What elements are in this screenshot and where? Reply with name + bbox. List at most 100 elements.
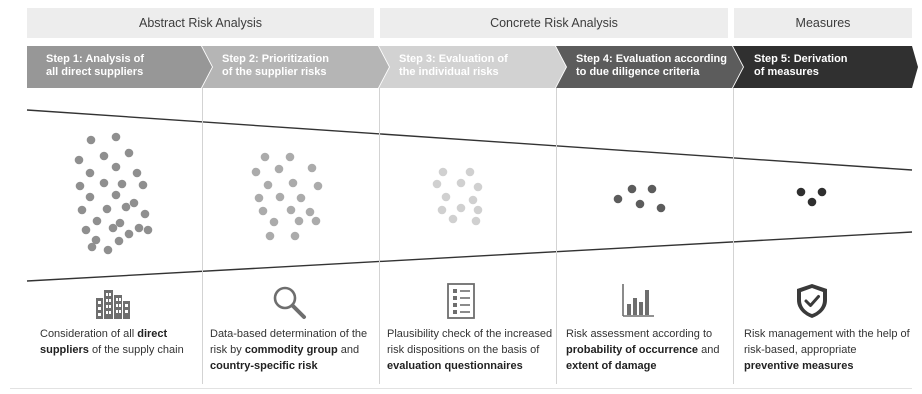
description-5-bold-a: preventive measures — [744, 360, 854, 372]
supplier-dot-step-2 — [305, 207, 315, 217]
description-2-text-a: Data-based determination of the risk by — [210, 328, 368, 356]
supplier-dot-step-5 — [796, 187, 806, 197]
description-3: Plausibility check of the increased risk… — [387, 326, 555, 374]
shield-check-icon — [797, 284, 827, 318]
supplier-dot-step-3 — [437, 205, 447, 215]
supplier-dot-step-1 — [111, 132, 121, 142]
step-arrow-5 — [733, 46, 918, 88]
supplier-dot-step-2 — [265, 231, 275, 241]
supplier-dot-step-3 — [441, 192, 451, 202]
supplier-dot-step-4 — [647, 184, 657, 194]
supplier-dot-step-2 — [307, 163, 317, 173]
supplier-dot-step-2 — [260, 152, 270, 162]
supplier-dot-step-1 — [140, 209, 150, 219]
supplier-dot-step-1 — [99, 151, 109, 161]
supplier-dot-step-3 — [456, 203, 466, 213]
column-divider-2 — [379, 88, 380, 384]
buildings-icon — [96, 290, 130, 319]
supplier-dot-step-2 — [296, 193, 306, 203]
bar-chart-icon — [622, 284, 654, 317]
supplier-dot-step-1 — [99, 178, 109, 188]
checklist-icon — [447, 283, 475, 319]
supplier-dot-step-4 — [613, 194, 623, 204]
supplier-dot-step-3 — [438, 167, 448, 177]
step-1-line-2: all direct suppliers — [46, 66, 144, 78]
description-5: Risk management with the help of risk-ba… — [744, 326, 910, 374]
supplier-dot-step-2 — [288, 178, 298, 188]
supplier-dot-step-1 — [87, 242, 97, 252]
column-divider-3 — [556, 88, 557, 384]
supplier-dot-step-3 — [473, 182, 483, 192]
step-arrow-4 — [556, 46, 743, 88]
bottom-rule — [10, 388, 912, 389]
supplier-dot-step-5 — [817, 187, 827, 197]
step-label-4: Step 4: Evaluation according to due dili… — [576, 53, 746, 79]
supplier-dot-step-3 — [432, 179, 442, 189]
supplier-dot-step-2 — [274, 164, 284, 174]
step-label-5: Step 5: Derivation of measures — [754, 53, 922, 79]
description-2: Data-based determination of the risk by … — [210, 326, 370, 374]
column-divider-1 — [202, 88, 203, 384]
description-1-bold-a: direct suppliers — [40, 328, 168, 356]
supplier-dot-step-4 — [635, 199, 645, 209]
step-5-line-1: Step 5: Derivation — [754, 53, 848, 65]
supplier-dot-step-1 — [117, 179, 127, 189]
description-4-text-a: Risk assessment according to — [566, 328, 713, 340]
step-arrow-1 — [27, 46, 212, 88]
supplier-dot-step-3 — [448, 214, 458, 224]
phase-header-concrete: Concrete Risk Analysis — [380, 8, 728, 38]
supplier-dot-step-1 — [121, 202, 131, 212]
step-3-line-1: Step 3: Evaluation of — [399, 53, 508, 65]
supplier-dot-step-1 — [102, 204, 112, 214]
phase-header-measures: Measures — [734, 8, 912, 38]
supplier-dot-step-2 — [285, 152, 295, 162]
supplier-dot-step-2 — [313, 181, 323, 191]
step-arrow-3 — [379, 46, 566, 88]
supplier-dot-step-1 — [143, 225, 153, 235]
funnel-top-line — [26, 109, 913, 171]
step-4-line-1: Step 4: Evaluation according — [576, 53, 727, 65]
description-4: Risk assessment according to probability… — [566, 326, 726, 374]
supplier-dot-step-2 — [251, 167, 261, 177]
step-5-line-2: of measures — [754, 66, 819, 78]
step-4-line-2: to due diligence criteria — [576, 66, 700, 78]
supplier-dot-step-1 — [74, 155, 84, 165]
step-arrow-2 — [202, 46, 389, 88]
supplier-dot-step-3 — [468, 195, 478, 205]
description-3-text-a: Plausibility check of the increased risk… — [387, 328, 553, 356]
supplier-dot-step-1 — [92, 216, 102, 226]
description-4-bold-a: probability of occurrence — [566, 344, 699, 356]
supplier-dots — [74, 132, 827, 255]
step-label-2: Step 2: Prioritization of the supplier r… — [222, 53, 392, 79]
supplier-dot-step-1 — [103, 245, 113, 255]
column-divider-4 — [733, 88, 734, 384]
step-2-line-2: of the supplier risks — [222, 66, 327, 78]
supplier-dot-step-1 — [124, 148, 134, 158]
step-label-3: Step 3: Evaluation of the individual ris… — [399, 53, 569, 79]
step-3-line-2: the individual risks — [399, 66, 499, 78]
supplier-dot-step-1 — [134, 223, 144, 233]
supplier-dot-step-1 — [85, 168, 95, 178]
supplier-dot-step-1 — [75, 181, 85, 191]
supplier-dot-step-3 — [473, 205, 483, 215]
magnifier-icon — [273, 286, 306, 319]
supplier-dot-step-2 — [294, 216, 304, 226]
supplier-dot-step-1 — [138, 180, 148, 190]
supplier-dot-step-2 — [258, 206, 268, 216]
supplier-dot-step-2 — [286, 205, 296, 215]
supplier-dot-step-4 — [656, 203, 666, 213]
supplier-dot-step-3 — [471, 216, 481, 226]
supplier-dot-step-5 — [807, 197, 817, 207]
supplier-dot-step-1 — [85, 192, 95, 202]
supplier-dot-step-2 — [290, 231, 300, 241]
supplier-dot-step-1 — [114, 236, 124, 246]
supplier-dot-step-1 — [111, 190, 121, 200]
supplier-dot-step-2 — [263, 180, 273, 190]
supplier-dot-step-1 — [86, 135, 96, 145]
description-3-bold-a: evaluation questionnaires — [387, 360, 523, 372]
supplier-dot-step-1 — [77, 205, 87, 215]
description-4-bold-b: extent of damage — [566, 360, 657, 372]
supplier-dot-step-2 — [311, 216, 321, 226]
